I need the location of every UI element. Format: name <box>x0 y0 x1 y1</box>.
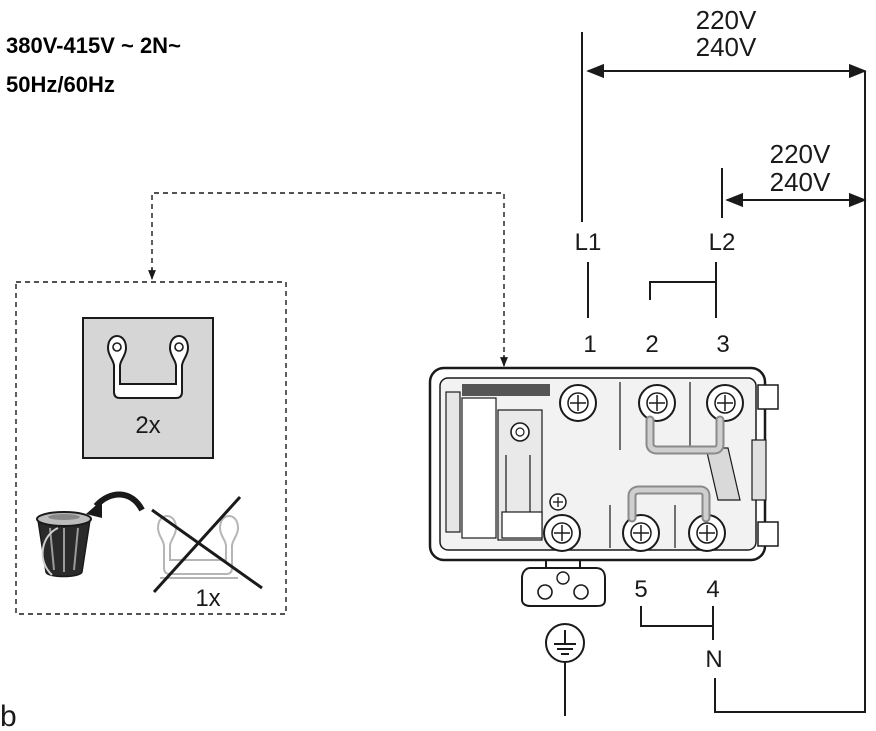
top-dimension-voltage-2: 240V <box>696 32 757 62</box>
neutral-label: N <box>705 646 722 673</box>
l2-label: L2 <box>709 229 736 256</box>
ground-clamp <box>521 560 606 607</box>
trash-bin-icon <box>36 491 145 578</box>
bridge-discard-label: 1x <box>195 585 220 612</box>
terminal-2-label: 2 <box>645 331 658 358</box>
figure-letter: b <box>0 700 17 731</box>
neutral-bridge-wire-4-5 <box>640 606 713 627</box>
bridge-icon <box>106 335 190 399</box>
crossed-out-bridge-icon <box>151 495 263 594</box>
outer-rail-wire <box>714 71 866 713</box>
supply-voltage-label: 380V-415V ~ 2N~ <box>6 33 181 58</box>
l1-label: L1 <box>575 229 602 256</box>
terminal-3-label: 3 <box>716 331 729 358</box>
terminal-1-label: 1 <box>583 331 596 358</box>
terminal-5-label: 5 <box>634 576 647 603</box>
supply-frequency-label: 50Hz/60Hz <box>6 72 115 97</box>
right-dimension-voltage-2: 240V <box>770 167 831 197</box>
dashed-pointer-line <box>151 192 505 362</box>
bridge-inset-box <box>15 281 287 615</box>
right-dimension-voltage-1: 220V <box>770 139 831 169</box>
terminal-4-label: 4 <box>706 576 719 603</box>
top-dimension-voltage-1: 220V <box>696 5 757 35</box>
l2-bridge-wire-2-3 <box>649 281 716 300</box>
bridge-count-label: 2x <box>135 412 160 439</box>
ground-symbol-icon <box>545 623 585 663</box>
terminal-block <box>428 366 779 562</box>
